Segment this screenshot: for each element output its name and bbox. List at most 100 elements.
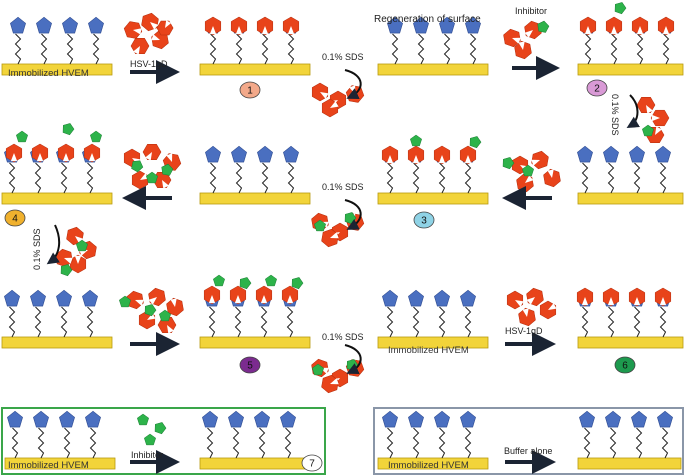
- receptor-stalk: [8, 162, 16, 194]
- receptor-stalk: [609, 427, 617, 459]
- protein-icon: [311, 82, 329, 102]
- protein-notch: [515, 300, 524, 307]
- protein-icon: [526, 287, 544, 307]
- protein-icon: [539, 300, 557, 320]
- inhibitor-icon: [16, 130, 28, 143]
- receptor-stalk: [209, 162, 217, 194]
- protein-icon: [203, 285, 221, 305]
- inhibitor-icon: [410, 134, 422, 147]
- inhibitor-body: [410, 134, 422, 147]
- receptor-icon: [88, 16, 104, 34]
- protein-icon: [579, 16, 597, 36]
- protein-icon: [654, 287, 672, 307]
- receptor-stalk: [66, 33, 74, 65]
- buffer-label: Buffer alone: [504, 446, 552, 456]
- protein-icon: [66, 226, 84, 246]
- receptor-stalk: [438, 162, 446, 194]
- step-number: 4: [12, 214, 18, 225]
- protein-notch: [140, 173, 149, 180]
- receptor-stalk: [40, 33, 48, 65]
- receptor-icon: [605, 410, 621, 428]
- inhibitor-icon: [144, 433, 156, 446]
- receptor-stalk: [662, 33, 670, 65]
- protein-icon: [142, 143, 162, 161]
- step-circle: [586, 79, 608, 97]
- inhibitor-icon: [62, 123, 75, 136]
- protein-notch: [655, 126, 662, 135]
- inhibitor-body: [161, 163, 174, 176]
- inhibitor-icon: [291, 277, 304, 290]
- surface-label: Immobilized HVEM: [388, 460, 469, 471]
- protein-icon: [506, 290, 524, 310]
- protein-notch: [464, 155, 472, 164]
- protein-notch: [522, 308, 529, 317]
- receptor-icon: [254, 410, 270, 428]
- protein-notch: [167, 325, 174, 334]
- surface-bar: [199, 336, 311, 349]
- protein-notch: [170, 298, 177, 307]
- inhibitor-body: [76, 239, 88, 252]
- inhibitor-body: [502, 157, 515, 170]
- inhibitor-icon: [154, 422, 167, 435]
- protein-notch: [584, 26, 592, 35]
- inhibitor-icon: [239, 277, 252, 290]
- step-circle: [614, 356, 636, 374]
- receptor-stalk: [86, 306, 94, 338]
- receptor-stalk: [11, 427, 19, 459]
- receptor-icon: [465, 16, 481, 34]
- protein-notch: [320, 92, 329, 99]
- protein-notch: [135, 299, 144, 306]
- protein-notch: [162, 180, 169, 189]
- inhibitor-icon: [76, 239, 88, 252]
- step-circle: [413, 211, 435, 229]
- protein-icon: [576, 287, 594, 307]
- inhibitor-body: [291, 277, 304, 290]
- protein-body: [166, 297, 184, 317]
- surface-bar: [1, 336, 113, 349]
- step-number: 1: [247, 86, 253, 97]
- protein-icon: [628, 287, 646, 307]
- receptor-stalk: [607, 162, 615, 194]
- receptor-icon: [408, 289, 424, 307]
- inhibitor-icon: [314, 219, 326, 232]
- receptor-stalk: [438, 306, 446, 338]
- receptor-icon: [280, 410, 296, 428]
- receptor-stalk: [633, 306, 641, 338]
- inhibitor-body: [146, 171, 158, 184]
- inhibitor-body: [642, 124, 654, 137]
- protein-notch: [633, 297, 641, 306]
- sds-label: 0.1% SDS: [322, 182, 364, 192]
- receptor-icon: [577, 145, 593, 163]
- step-circle: [4, 209, 26, 227]
- receptor-stalk: [438, 427, 446, 459]
- protein-notch: [531, 159, 540, 166]
- sds-label: 0.1% SDS: [32, 228, 42, 270]
- curved-arrow-icon: [344, 199, 362, 230]
- receptor-icon: [629, 145, 645, 163]
- protein-notch: [525, 175, 534, 183]
- step-circle: [239, 356, 261, 374]
- protein-icon: [636, 96, 656, 114]
- protein-icon: [166, 297, 184, 317]
- inhibitor-icon: [502, 157, 515, 170]
- receptor-stalk: [208, 306, 216, 338]
- surface-label: Immobilized HVEM: [8, 460, 89, 471]
- inhibitor-icon: [213, 274, 225, 287]
- protein-body: [518, 307, 536, 327]
- receptor-stalk: [260, 306, 268, 338]
- receptor-stalk: [412, 306, 420, 338]
- receptor-stalk: [209, 33, 217, 65]
- buffer-alone-box: [373, 407, 684, 475]
- inhibitor-body: [137, 413, 149, 426]
- protein-notch: [133, 28, 142, 35]
- protein-notch: [659, 297, 667, 306]
- protein-icon: [381, 145, 399, 165]
- protein-notch: [165, 20, 172, 28]
- surface-bar: [377, 457, 489, 470]
- protein-icon: [148, 287, 166, 307]
- inhibitor-icon: [60, 264, 73, 277]
- receptor-icon: [30, 289, 46, 307]
- receptor-icon: [382, 410, 398, 428]
- inhibitor-body: [62, 123, 75, 136]
